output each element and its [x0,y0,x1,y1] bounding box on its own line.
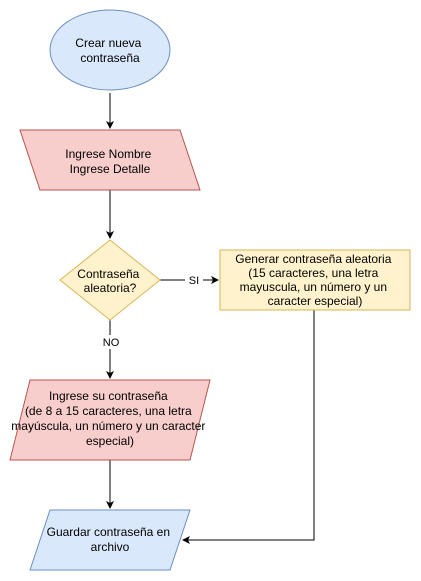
input-name-line-1: Ingrese Nombre [65,147,151,161]
save-parallelogram [29,509,191,571]
generate-node: Generar contraseña aleatoria (15 caracte… [219,249,411,311]
yes-label-bg [185,273,203,287]
no-label: NO [103,337,120,349]
input-name-text: Ingrese Nombre Ingrese Detalle [65,147,154,176]
generate-line-1: Generar contraseña aleatoria [235,252,391,266]
manual-line-2: (de 8 a 15 caracteres, una letra [25,404,192,418]
decision-diamond [59,239,161,321]
input-name-parallelogram [19,129,201,191]
generate-text: Generar contraseña aleatoria (15 caracte… [235,252,394,308]
start-line-1: Crear nueva [75,36,141,50]
manual-parallelogram [9,379,211,461]
input-name-line-2: Ingrese Detalle [70,162,151,176]
generate-rectangle [219,249,411,311]
manual-line-3: mayúscula, un número y un caracter [11,419,205,433]
manual-line-4: especial) [86,434,134,448]
manual-node: Ingrese su contraseña (de 8 a 15 caracte… [9,379,211,461]
start-line-2: contraseña [80,51,140,65]
manual-line-1: Ingrese su contraseña [49,389,168,403]
save-line-1: Guardar contraseña en [47,525,170,539]
manual-text: Ingrese su contraseña (de 8 a 15 caracte… [11,389,208,448]
generate-line-2: (15 caracteres, una letra [248,266,378,280]
edge-labels: SI NO [100,273,203,349]
save-text: Guardar contraseña en archivo [47,525,174,554]
save-node: Guardar contraseña en archivo [29,509,191,571]
decision-text: Contraseña aleatoria? [77,267,142,295]
arrow-generate-to-save [182,310,315,544]
start-text: Crear nueva contraseña [75,36,144,65]
start-node: Crear nueva contraseña [49,9,171,91]
generate-line-3: mayuscula, un número y un [240,280,387,294]
yes-label: SI [189,275,199,287]
decision-line-2: aleatoria? [84,281,137,295]
decision-line-1: Contraseña [77,267,139,281]
no-label-bg [100,335,122,349]
save-line-2: archivo [91,540,130,554]
decision-node: Contraseña aleatoria? [59,239,161,321]
input-name-node: Ingrese Nombre Ingrese Detalle [19,129,201,191]
start-ellipse [49,9,171,91]
generate-line-4: caracter especial) [268,294,363,308]
